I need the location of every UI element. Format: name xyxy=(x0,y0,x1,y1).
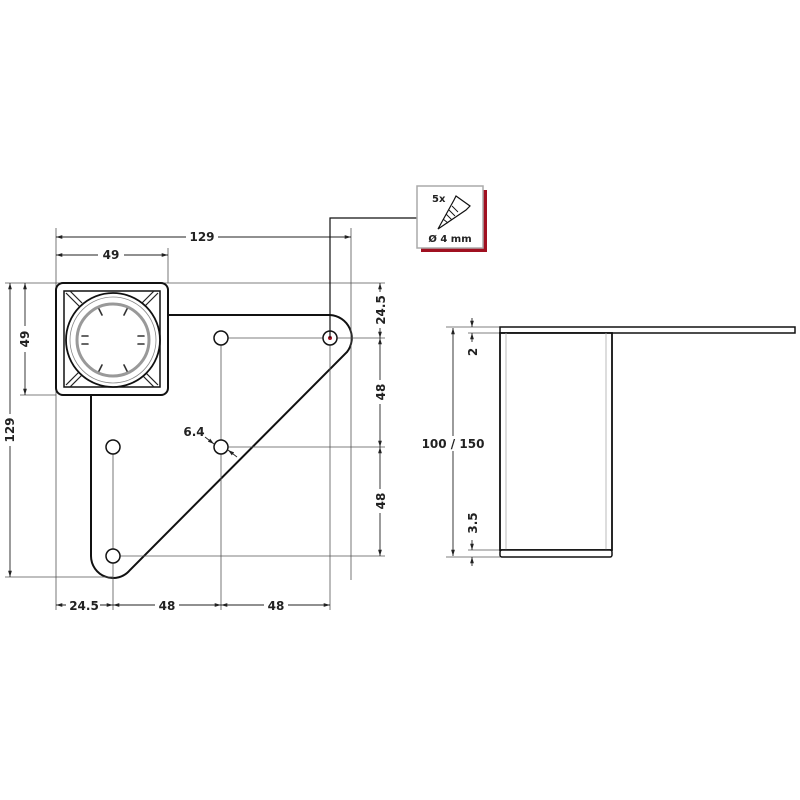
dim-right-spacing-2: 48 xyxy=(374,493,388,510)
dim-plate-thickness: 2 xyxy=(466,348,480,356)
dim-right-spacing-1: 48 xyxy=(374,384,388,401)
hole xyxy=(105,439,121,455)
screw-info-box: 5x Ø 4 mm xyxy=(416,185,487,252)
dim-overall-width: 129 xyxy=(189,230,214,244)
dimension-labels: 129 49 49 129 24.5 48 48 24.5 48 48 6.4 xyxy=(3,229,388,613)
hole xyxy=(213,439,229,455)
screw-icon xyxy=(437,195,471,230)
dim-leg-height: 100 / 150 xyxy=(422,437,485,451)
screw-diameter: Ø 4 mm xyxy=(428,233,471,245)
side-view: 100 / 150 2 3.5 xyxy=(422,318,796,566)
dim-bottom-spacing-1: 48 xyxy=(159,599,176,613)
side-plate xyxy=(499,326,796,334)
dim-overall-height: 129 xyxy=(3,417,17,442)
hole xyxy=(213,330,229,346)
screw-holes xyxy=(105,330,338,564)
side-leg-body xyxy=(499,332,613,551)
dim-hole-diameter: 6.4 xyxy=(183,425,204,439)
dim-right-offset: 24.5 xyxy=(374,295,388,325)
dim-square-width: 49 xyxy=(103,248,120,262)
screw-quantity: 5x xyxy=(432,194,446,205)
leg-square-base xyxy=(55,282,169,396)
dim-bottom-offset: 24.5 xyxy=(69,599,99,613)
hole xyxy=(105,548,121,564)
dim-foot-thickness: 3.5 xyxy=(466,512,480,533)
leader-line xyxy=(329,217,417,338)
dim-bottom-spacing-2: 48 xyxy=(268,599,285,613)
side-foot xyxy=(499,549,613,558)
dim-square-height: 49 xyxy=(18,331,32,348)
